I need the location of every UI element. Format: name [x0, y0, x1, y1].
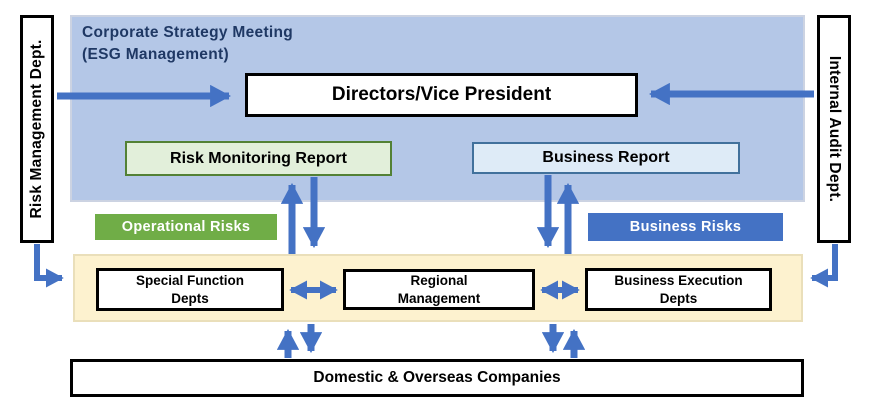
special-function-line1: Special Function — [135, 272, 244, 288]
business-execution-line1: Business Execution — [614, 272, 743, 288]
regional-management-line2: Management — [397, 290, 481, 306]
arrow-risk-mgmt-to-execution-panel — [34, 244, 64, 288]
business-risks-tag: Business Risks — [588, 213, 783, 241]
risk-management-dept-box: Risk Management Dept. — [20, 15, 54, 243]
special-function-depts-box: Special Function Depts — [96, 268, 284, 311]
directors-vice-president-box: Directors/Vice President — [245, 73, 638, 117]
internal-audit-dept-label: Internal Audit Dept. — [826, 55, 843, 203]
business-risks-label: Business Risks — [629, 219, 742, 235]
domestic-overseas-companies-box: Domestic & Overseas Companies — [70, 359, 804, 397]
special-function-line2: Depts — [171, 290, 209, 306]
arrow-internal-audit-to-execution-panel — [810, 244, 838, 288]
operational-risks-tag: Operational Risks — [95, 214, 277, 240]
domestic-overseas-companies-label: Domestic & Overseas Companies — [313, 369, 561, 386]
business-execution-depts-box: Business Execution Depts — [585, 268, 772, 311]
risk-monitoring-report-label: Risk Monitoring Report — [170, 149, 347, 167]
operational-risks-label: Operational Risks — [121, 219, 251, 235]
regional-management-line1: Regional — [410, 272, 468, 288]
strategy-panel-title: Corporate Strategy Meeting (ESG Manageme… — [82, 22, 293, 67]
strategy-panel-title-line2: (ESG Management) — [82, 46, 229, 64]
risk-monitoring-report-box: Risk Monitoring Report — [125, 141, 392, 176]
strategy-panel-title-line1: Corporate Strategy Meeting — [82, 24, 294, 41]
directors-vice-president-label: Directors/Vice President — [331, 84, 552, 105]
regional-management-box: Regional Management — [343, 269, 535, 310]
business-report-box: Business Report — [472, 142, 740, 174]
risk-management-dept-label: Risk Management Dept. — [28, 39, 45, 219]
business-execution-line2: Depts — [659, 290, 698, 306]
internal-audit-dept-box: Internal Audit Dept. — [817, 15, 851, 243]
business-report-label: Business Report — [542, 149, 670, 166]
